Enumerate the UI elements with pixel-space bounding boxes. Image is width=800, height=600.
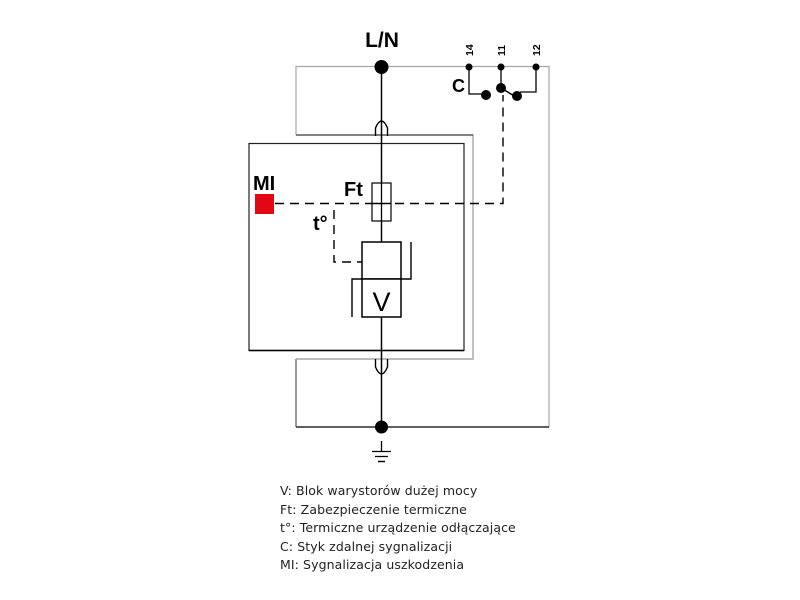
- contact-label: C: [452, 76, 465, 96]
- thermal-linkage-dashed: [333, 210, 362, 263]
- contact-14-wire: [468, 67, 483, 95]
- line-terminal-dot: [374, 60, 389, 74]
- varistor-left-bracket: [351, 278, 362, 317]
- fault-indicator-square: [255, 194, 274, 214]
- ground-icon: [372, 441, 391, 463]
- plug-connector-top: [374, 120, 389, 136]
- ground-terminal-dot: [375, 420, 388, 434]
- outer-frame-top: [295, 65, 550, 427]
- module-box: [248, 142, 465, 352]
- thermal-disconnector-label: t°: [313, 213, 328, 235]
- linkage-dashed-line: [275, 95, 504, 205]
- contact-12-point: [512, 91, 522, 101]
- terminal-14-label: 14: [464, 44, 476, 56]
- legend-item-thermal-disconnector: t°: Termiczne urządzenie odłączające: [280, 520, 516, 536]
- varistor-right-bracket: [401, 242, 412, 280]
- varistor-label: V: [372, 287, 390, 317]
- varistor-lower-box: [361, 278, 402, 318]
- legend-item-fault-indicator: MI: Sygnalizacja uszkodzenia: [280, 557, 465, 573]
- fault-indicator-label: MI: [253, 173, 275, 195]
- legend-item-remote-contact: C: Styk zdalnej sygnalizacji: [280, 538, 453, 554]
- legend-item-thermal-fuse: Ft: Zabezpieczenie termiczne: [280, 501, 467, 517]
- legend-item-varistor: V: Blok warystorów dużej mocy: [280, 483, 478, 498]
- contact-14-point: [481, 90, 491, 100]
- varistor-upper-box: [361, 241, 402, 280]
- line-neutral-label: L/N: [365, 29, 399, 52]
- remote-contact: 14 11 12 C: [452, 44, 543, 101]
- thermal-fuse-label: Ft: [344, 179, 363, 201]
- terminal-11-label: 11: [496, 45, 508, 56]
- plug-connector-bottom: [374, 359, 389, 375]
- terminal-12-label: 12: [531, 44, 543, 56]
- contact-12-wire: [520, 67, 537, 93]
- legend: V: Blok warystorów dużej mocy Ft: Zabezp…: [280, 482, 516, 575]
